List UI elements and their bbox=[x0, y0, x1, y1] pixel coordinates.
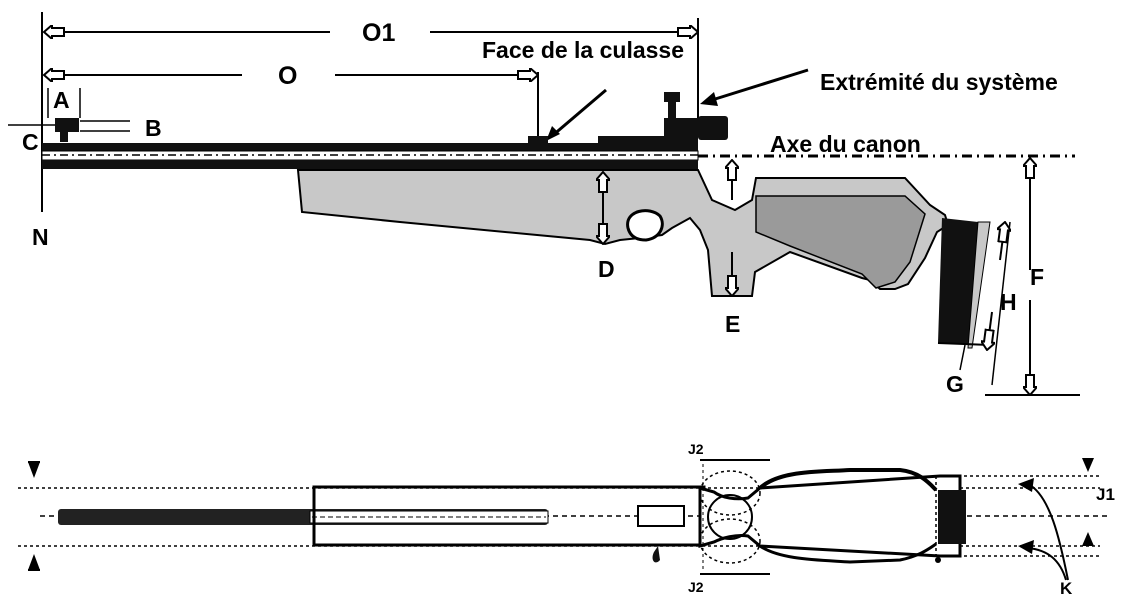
front-sight bbox=[55, 118, 79, 132]
barrel-top bbox=[42, 143, 698, 151]
label-j2-top: J2 bbox=[688, 441, 704, 457]
butt-plate-edge bbox=[967, 221, 991, 349]
j1-arrow-bottom bbox=[1082, 532, 1094, 546]
k-pointer-lower bbox=[1027, 547, 1067, 581]
trigger-guard bbox=[626, 209, 664, 242]
label-k: K bbox=[1060, 579, 1073, 597]
barrel-bottom bbox=[42, 160, 698, 169]
label-n: N bbox=[32, 224, 49, 250]
h-dimension-line bbox=[991, 221, 1011, 386]
label-face-culasse: Face de la culasse bbox=[482, 37, 684, 63]
label-b: B bbox=[145, 115, 162, 141]
front-sight-post bbox=[60, 132, 68, 142]
top-trigger bbox=[652, 546, 660, 563]
label-j2-bottom: J2 bbox=[688, 579, 704, 595]
stock-cheek-panel bbox=[755, 195, 926, 289]
label-d: D bbox=[598, 256, 615, 282]
top-butt-dot bbox=[935, 557, 941, 563]
k-pointer-upper bbox=[1027, 483, 1069, 581]
top-grip-ellipse-upper bbox=[699, 470, 761, 516]
rear-sight-knob bbox=[698, 116, 728, 140]
top-grip-circle bbox=[707, 494, 753, 540]
top-grip-ellipse-lower bbox=[699, 518, 761, 564]
breech-face bbox=[528, 136, 548, 144]
left-width-arrow-bottom bbox=[28, 554, 40, 570]
top-cheek-contour-upper bbox=[758, 468, 938, 492]
label-extremite: Extrémité du système bbox=[820, 69, 1058, 95]
receiver-rail bbox=[598, 136, 698, 144]
label-o1: O1 bbox=[362, 19, 395, 47]
left-width-arrow-top bbox=[28, 462, 40, 478]
g-tick bbox=[959, 344, 966, 371]
rear-sight-post bbox=[668, 100, 676, 120]
k-arrowhead-upper bbox=[1018, 478, 1034, 492]
butt-plate bbox=[938, 218, 978, 345]
label-g: G bbox=[946, 371, 964, 397]
face-pointer-head bbox=[546, 126, 560, 141]
label-a: A bbox=[53, 87, 70, 113]
label-j1: J1 bbox=[1096, 485, 1115, 504]
h-arrow-down bbox=[987, 311, 992, 350]
top-butt-pad bbox=[938, 490, 966, 544]
j1-arrow-top bbox=[1082, 458, 1094, 472]
label-c: C bbox=[22, 129, 39, 155]
top-cheek-contour-lower bbox=[759, 542, 937, 564]
face-pointer-line bbox=[551, 88, 607, 138]
rear-sight-cap bbox=[664, 92, 680, 102]
label-h: H bbox=[1000, 289, 1017, 315]
label-e: E bbox=[725, 311, 740, 337]
k-arrowhead-lower bbox=[1018, 540, 1034, 554]
rear-sight-body bbox=[664, 118, 698, 136]
label-f: F bbox=[1030, 264, 1044, 290]
extremite-pointer-head bbox=[700, 92, 718, 106]
label-o: O bbox=[278, 62, 297, 90]
h-arrow-up bbox=[1000, 222, 1005, 261]
butt-bottom-line bbox=[937, 342, 991, 346]
extremite-pointer-line bbox=[711, 68, 809, 102]
top-trigger-box bbox=[637, 505, 685, 527]
label-axe-canon: Axe du canon bbox=[770, 131, 921, 157]
